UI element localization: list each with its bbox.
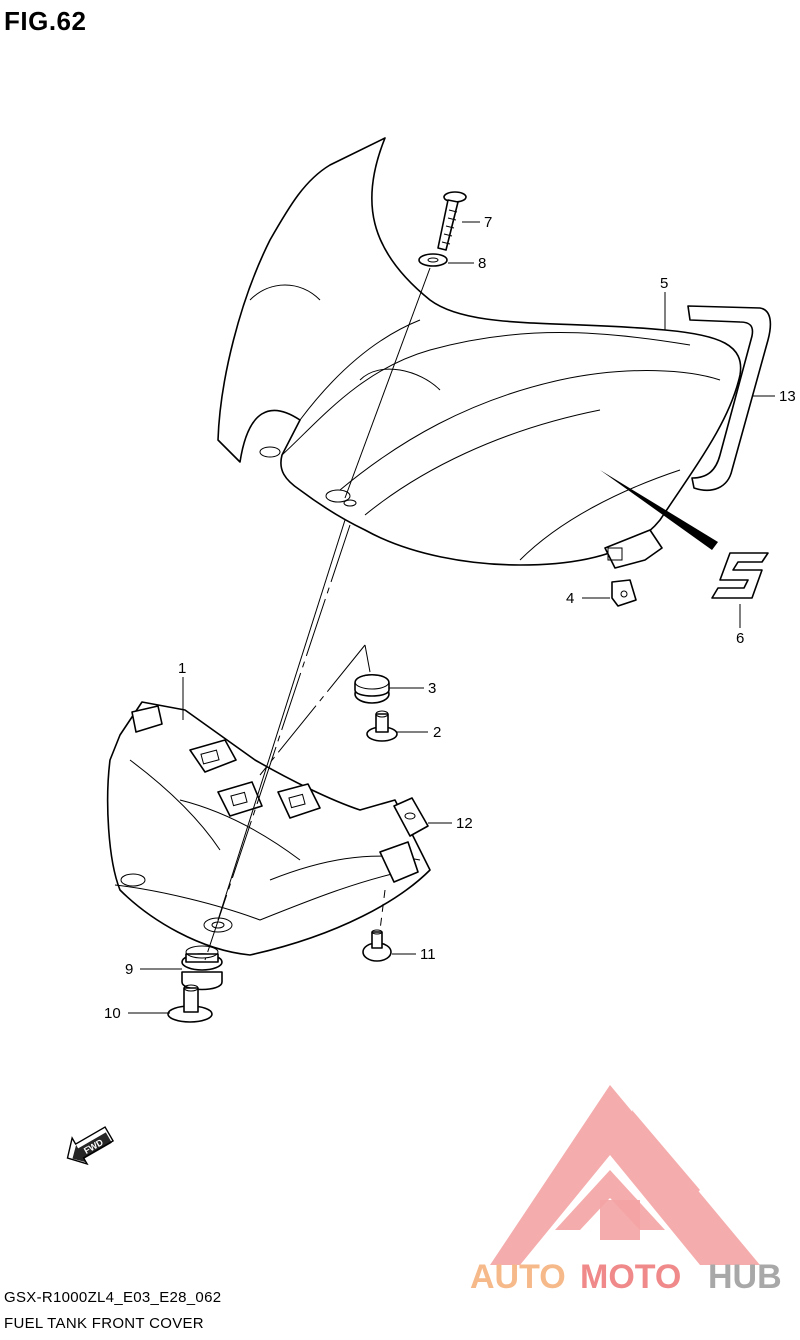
figure-title: FIG.62 [4,6,87,36]
part-washer [418,253,448,267]
callout-11: 11 [420,946,436,963]
callout-8: 8 [478,255,486,272]
callout-9: 9 [125,961,133,978]
callout-4: 4 [566,590,574,607]
part-collar-lower [362,929,392,962]
part-s-emblem [711,552,769,599]
watermark-triangle-inner [555,1170,665,1230]
watermark-word-hub: HUB [708,1258,782,1296]
callout-12: 12 [456,815,473,832]
callout-5: 5 [660,275,668,292]
part-trim-strip [687,305,772,492]
automotohub-watermark: AUTO MOTO HUB [470,1085,782,1296]
callout-13: 13 [779,388,796,405]
part-front-cover [217,137,742,569]
emblem-pointer-arrow [600,470,718,550]
watermark-word-auto: AUTO [470,1258,566,1296]
watermark-triangle-logo [490,1085,760,1265]
part-inner-panel [106,701,431,956]
part-name: FUEL TANK FRONT COVER [4,1315,204,1332]
part-grommet-upper [354,673,390,704]
part-clip-nut [611,579,637,607]
assembly-lines [204,267,431,961]
callout-10: 10 [104,1005,121,1022]
callout-labels: 1 2 3 4 5 6 7 8 9 10 11 12 13 [104,214,796,1022]
callout-7: 7 [484,214,492,231]
callout-leaders [128,221,775,1014]
part-collar-upper [366,710,398,742]
part-grommet-lower [181,945,223,991]
model-code: GSX-R1000ZL4_E03_E28_062 [4,1289,222,1306]
callout-1: 1 [178,660,186,677]
callout-6: 6 [736,630,744,647]
forward-arrow-icon: FWD [66,1126,115,1166]
part-bolt [437,191,467,251]
callout-2: 2 [433,724,441,741]
watermark-word-moto: MOTO [580,1258,681,1296]
part-clip-nut-panel [393,797,429,837]
part-collar-bottom [167,984,213,1023]
callout-3: 3 [428,680,436,697]
